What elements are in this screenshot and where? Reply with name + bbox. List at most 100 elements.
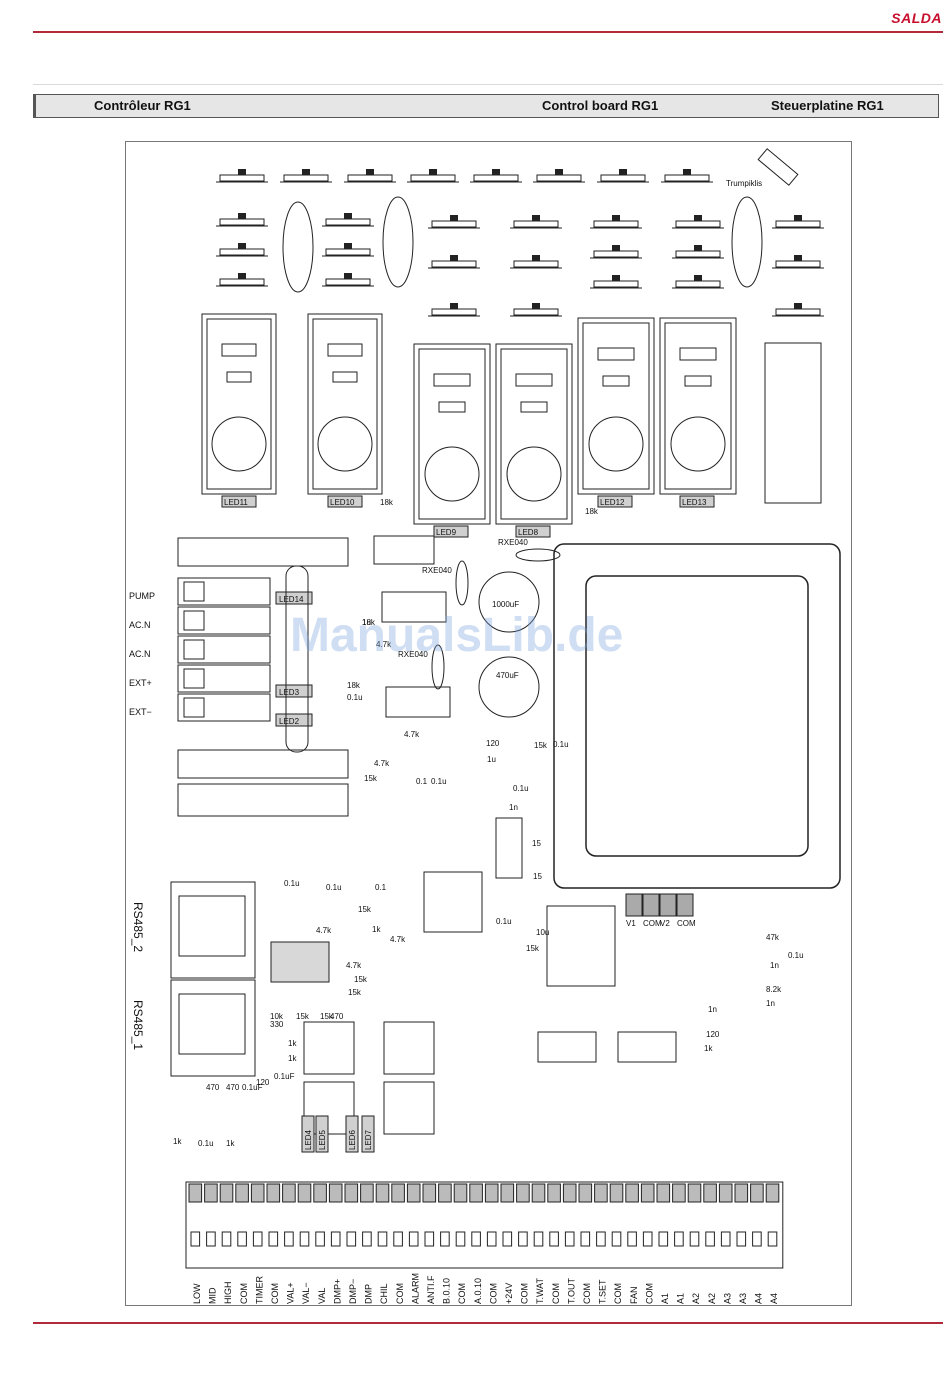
- component-5-pad: [344, 273, 352, 279]
- component-value-39: 470: [226, 1083, 240, 1092]
- led-mid-box-2: [275, 713, 313, 727]
- terminal-label-33: A2: [707, 1293, 717, 1304]
- terminal-slot-5: [268, 1231, 279, 1247]
- relay-terminal-0: [177, 577, 271, 606]
- component-10-pad: [532, 255, 540, 261]
- terminal-label-18: A.0.10: [473, 1278, 483, 1304]
- relay-coil-3: [506, 446, 562, 502]
- terminal-slot-33: [705, 1231, 715, 1247]
- terminal-14: [406, 1183, 421, 1203]
- terminal-25: [578, 1183, 593, 1203]
- terminal-30: [656, 1183, 671, 1203]
- terminal-9: [328, 1183, 343, 1203]
- led-box-3: [515, 525, 551, 538]
- top-component-4-pad: [492, 169, 500, 175]
- terminal-33: [703, 1183, 717, 1203]
- terminal-label-11: DMP: [364, 1284, 374, 1304]
- terminal-strip: [185, 1181, 784, 1269]
- component-8: [431, 308, 477, 316]
- component-value-34: 330: [270, 1020, 284, 1029]
- relay-5: [659, 317, 737, 495]
- led-mid-box-1: [275, 684, 313, 698]
- component-4: [325, 248, 371, 256]
- component-value-6: 15k: [364, 774, 378, 783]
- terminal-slot-36: [752, 1231, 762, 1247]
- ic-2: [385, 686, 451, 718]
- led-bottom-box-0: [301, 1115, 315, 1153]
- terminal-label-9: DMP+: [332, 1279, 342, 1304]
- top-component-6-pad: [619, 169, 627, 175]
- led-label-led11: LED11: [224, 498, 248, 507]
- terminal-35: [734, 1183, 749, 1203]
- terminal-label-30: A1: [660, 1293, 670, 1304]
- component-value-21: 0.1u: [326, 883, 342, 892]
- component-value-26: 4.7k: [390, 935, 406, 944]
- relay-inner-5: [664, 322, 732, 490]
- component-value-33: 470: [330, 1012, 344, 1021]
- terminal-slot-0: [190, 1231, 201, 1247]
- component-value-35: 1k: [288, 1039, 297, 1048]
- valve-label-3: COM: [677, 919, 696, 928]
- fuse: [757, 148, 799, 186]
- relay-terminal-label-3: EXT+: [129, 678, 152, 688]
- component-value-53: 1u: [362, 618, 371, 627]
- terminal-label-8: VAL: [317, 1288, 327, 1304]
- relay-terminal-screw-2: [183, 639, 205, 660]
- terminal-label-23: COM: [551, 1283, 561, 1304]
- terminal-17: [453, 1183, 468, 1203]
- terminal-label-32: A2: [691, 1293, 701, 1304]
- rs485-inner-1: [178, 993, 246, 1055]
- terminal-26: [594, 1183, 608, 1203]
- relay-part2-3: [520, 401, 548, 413]
- cap-1000uf-label: 1000uF: [492, 600, 519, 609]
- terminal-slot-2: [221, 1231, 232, 1247]
- terminal-label-7: VAL−: [301, 1282, 311, 1304]
- valve-label-0: V1: [626, 919, 636, 928]
- terminal-slot-34: [720, 1231, 731, 1247]
- relay-4: [577, 317, 655, 495]
- ic-3: [537, 1031, 597, 1063]
- terminal-label-4: TIMER: [254, 1276, 264, 1304]
- component-value-10: 0.1u: [553, 740, 569, 749]
- relay-terminal-2: [177, 635, 271, 664]
- component-2: [219, 278, 265, 286]
- terminal-label-17: COM: [457, 1283, 467, 1304]
- terminal-slot-21: [518, 1231, 528, 1247]
- component-value-49: 1n: [766, 999, 775, 1008]
- component-6: [431, 220, 477, 228]
- cap-470uf-label: 470uF: [496, 671, 519, 680]
- valve-terminal-3: [676, 893, 694, 917]
- component-11-pad: [532, 303, 540, 309]
- component-value-52: 1k: [704, 1044, 713, 1053]
- component-value-40: 0.1uF: [242, 1083, 263, 1092]
- transformer-core: [585, 575, 809, 857]
- relay-inner-0: [206, 318, 272, 490]
- terminal-slot-26: [596, 1231, 606, 1247]
- relay-coil-4: [588, 416, 644, 472]
- component-value-36: 1k: [288, 1054, 297, 1063]
- component-15-pad: [694, 215, 702, 221]
- component-value-43: 1k: [226, 1139, 235, 1148]
- terminal-4: [250, 1183, 265, 1203]
- component-8-pad: [450, 303, 458, 309]
- cap-470uf: [478, 656, 540, 718]
- terminal-label-19: COM: [488, 1283, 498, 1304]
- terminal-label-26: T.SET: [598, 1279, 608, 1304]
- top-component-1: [283, 174, 329, 182]
- component-value-0: 18k: [362, 618, 376, 627]
- led-box-4: [597, 495, 633, 508]
- top-rule: [33, 31, 943, 33]
- relay-coil-2: [424, 446, 480, 502]
- led-box-1: [327, 495, 363, 508]
- ic-4: [617, 1031, 677, 1063]
- component-7-pad: [450, 255, 458, 261]
- component-value-48: 8.2k: [766, 985, 782, 994]
- section-header: Contrôleur RG1 Control board RG1 Steuerp…: [33, 94, 939, 118]
- relay-part-4: [597, 347, 635, 361]
- terminal-19: [484, 1183, 499, 1203]
- small-transformer-0: [303, 1021, 355, 1075]
- top-component-0-pad: [238, 169, 246, 175]
- terminal-label-24: T.OUT: [566, 1277, 576, 1304]
- component-value-50: 1n: [708, 1005, 717, 1014]
- relay-terminal-3: [177, 664, 271, 693]
